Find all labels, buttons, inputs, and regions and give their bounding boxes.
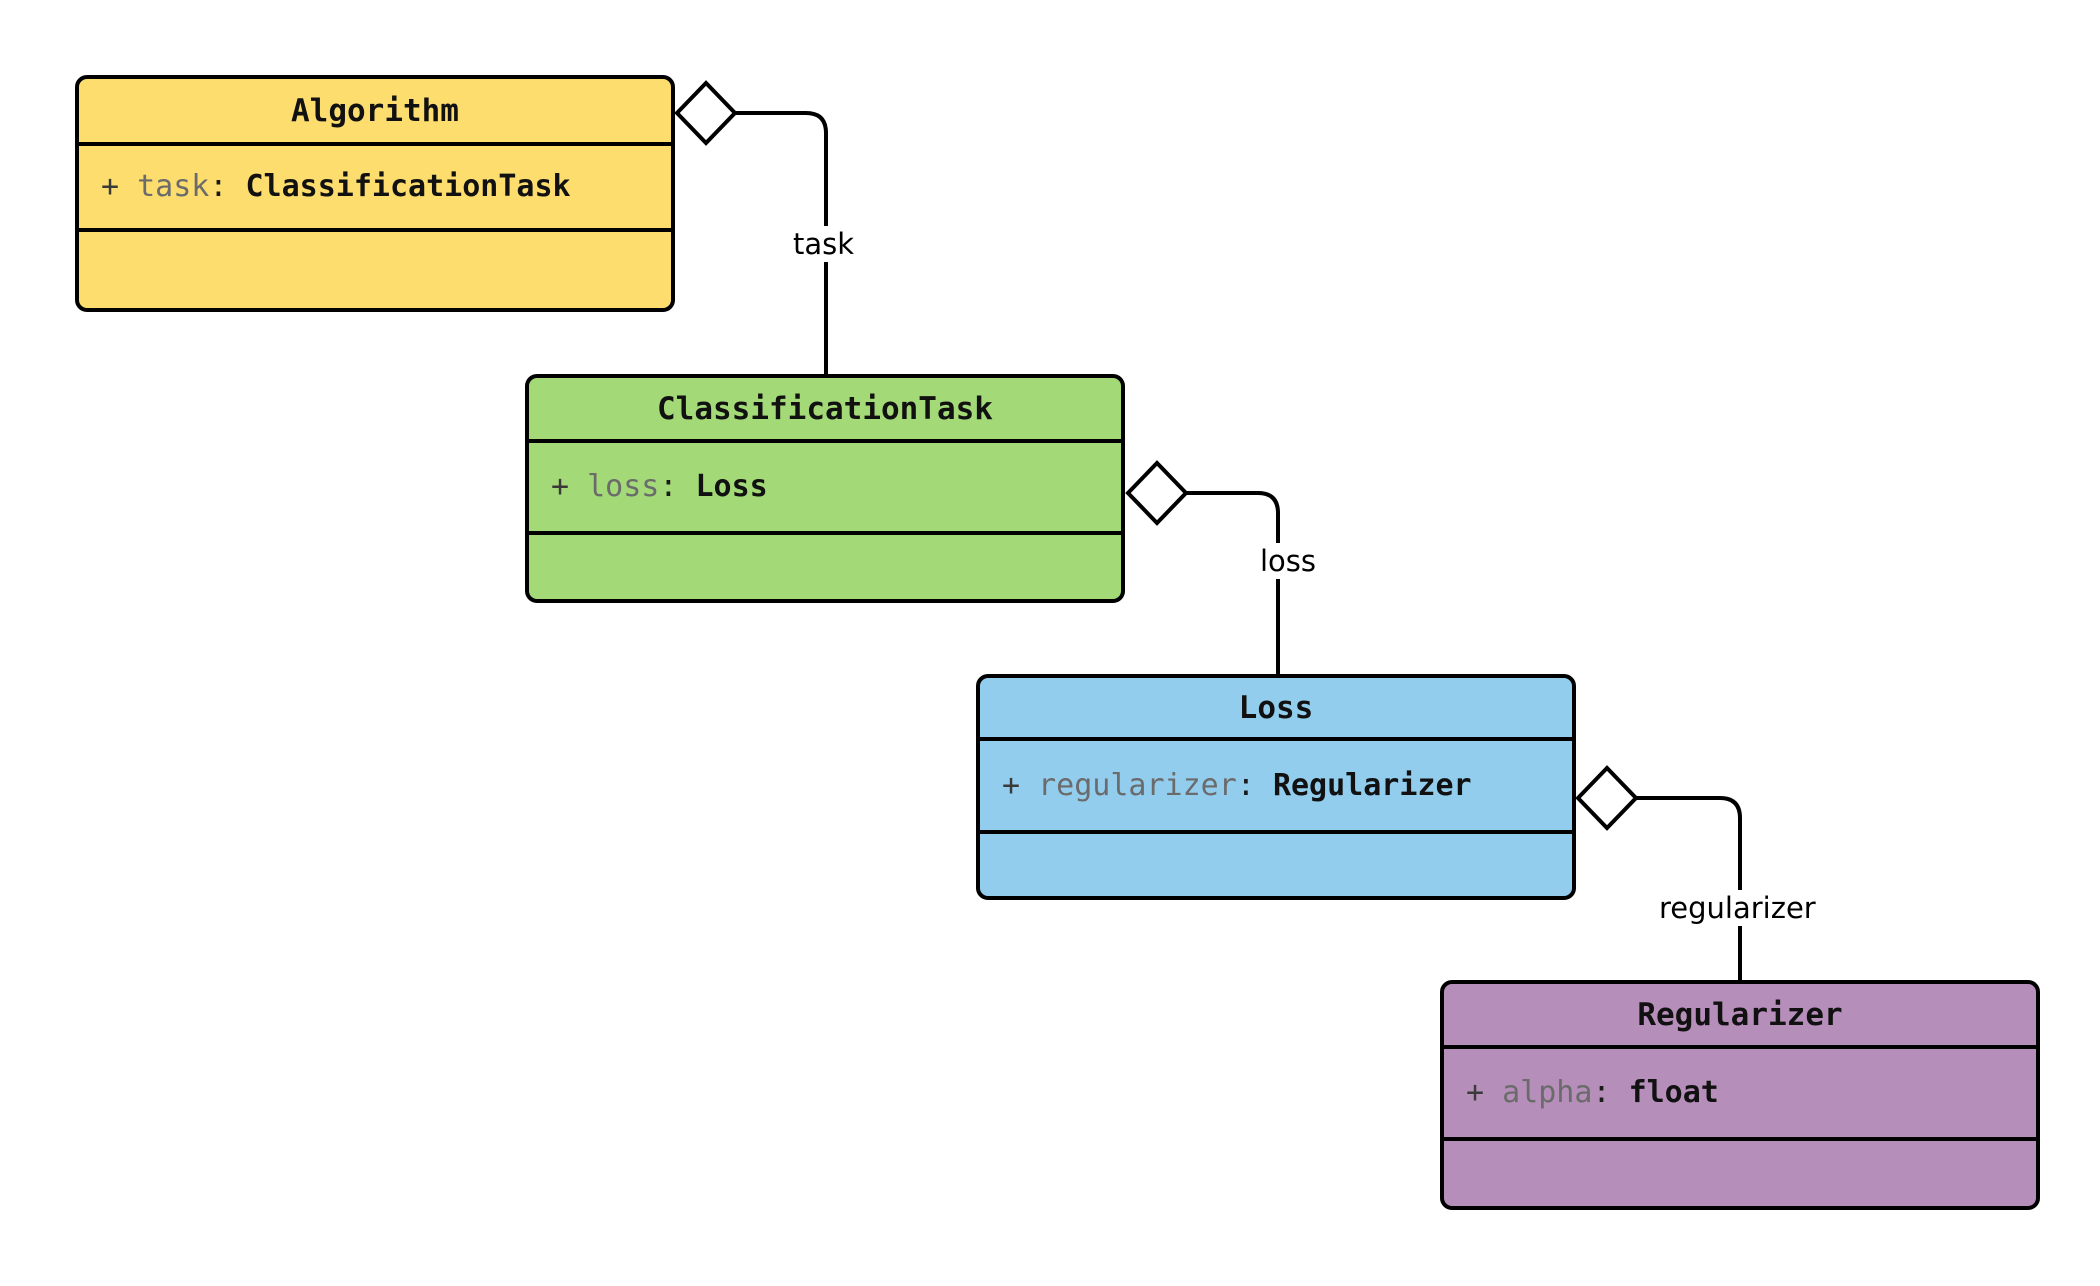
attribute-row: + regularizer: Regularizer bbox=[1002, 767, 1472, 803]
attribute-name: task bbox=[137, 169, 210, 204]
attribute-row: + task: ClassificationTask bbox=[101, 172, 571, 202]
attribute-colon: : bbox=[659, 469, 678, 504]
class-attributes-classificationtask: + loss: Loss bbox=[529, 443, 1121, 535]
class-methods-regularizer bbox=[1444, 1141, 2036, 1206]
attribute-visibility: + bbox=[1466, 1075, 1485, 1110]
aggregation-diamond-icon bbox=[1575, 765, 1639, 831]
class-attributes-regularizer: + alpha: float bbox=[1444, 1049, 2036, 1141]
aggregation-diamond-icon bbox=[674, 80, 738, 146]
relation-label-task: task bbox=[789, 226, 859, 263]
relation-rel-regularizer bbox=[1575, 765, 1742, 980]
class-box-regularizer[interactable]: Regularizer + alpha: float bbox=[1440, 980, 2040, 1210]
attribute-colon: : bbox=[1236, 767, 1255, 803]
attribute-colon: : bbox=[1592, 1075, 1611, 1110]
aggregation-diamond-icon bbox=[1125, 460, 1189, 526]
class-title-classificationtask: ClassificationTask bbox=[529, 378, 1121, 443]
class-box-algorithm[interactable]: Algorithm + task: ClassificationTask bbox=[75, 75, 675, 312]
attribute-visibility: + bbox=[1002, 767, 1021, 803]
attribute-row: + alpha: float bbox=[1466, 1078, 1719, 1108]
class-attributes-algorithm: + task: ClassificationTask bbox=[79, 146, 671, 232]
relation-label-loss: loss bbox=[1256, 543, 1321, 580]
attribute-row: + loss: Loss bbox=[551, 472, 768, 502]
attribute-colon: : bbox=[209, 169, 228, 204]
class-methods-algorithm bbox=[79, 232, 671, 308]
attribute-type: Regularizer bbox=[1272, 767, 1472, 803]
class-title-loss: Loss bbox=[980, 678, 1572, 741]
class-methods-classificationtask bbox=[529, 535, 1121, 599]
attribute-type: float bbox=[1628, 1075, 1719, 1110]
class-title-algorithm: Algorithm bbox=[79, 79, 671, 146]
class-box-classificationtask[interactable]: ClassificationTask + loss: Loss bbox=[525, 374, 1125, 603]
attribute-name: alpha bbox=[1502, 1075, 1593, 1110]
class-attributes-loss: + regularizer: Regularizer bbox=[980, 741, 1572, 834]
relation-line bbox=[1636, 796, 1742, 980]
attribute-type: ClassificationTask bbox=[245, 169, 571, 204]
relation-label-regularizer: regularizer bbox=[1655, 890, 1820, 927]
attribute-name: regularizer bbox=[1038, 767, 1237, 803]
class-box-loss[interactable]: Loss + regularizer: Regularizer bbox=[976, 674, 1576, 900]
attribute-visibility: + bbox=[551, 469, 570, 504]
class-methods-loss bbox=[980, 834, 1572, 896]
class-title-regularizer: Regularizer bbox=[1444, 984, 2036, 1049]
relation-line bbox=[1186, 491, 1280, 674]
attribute-name: loss bbox=[587, 469, 660, 504]
attribute-type: Loss bbox=[695, 469, 768, 504]
attribute-visibility: + bbox=[101, 169, 120, 204]
